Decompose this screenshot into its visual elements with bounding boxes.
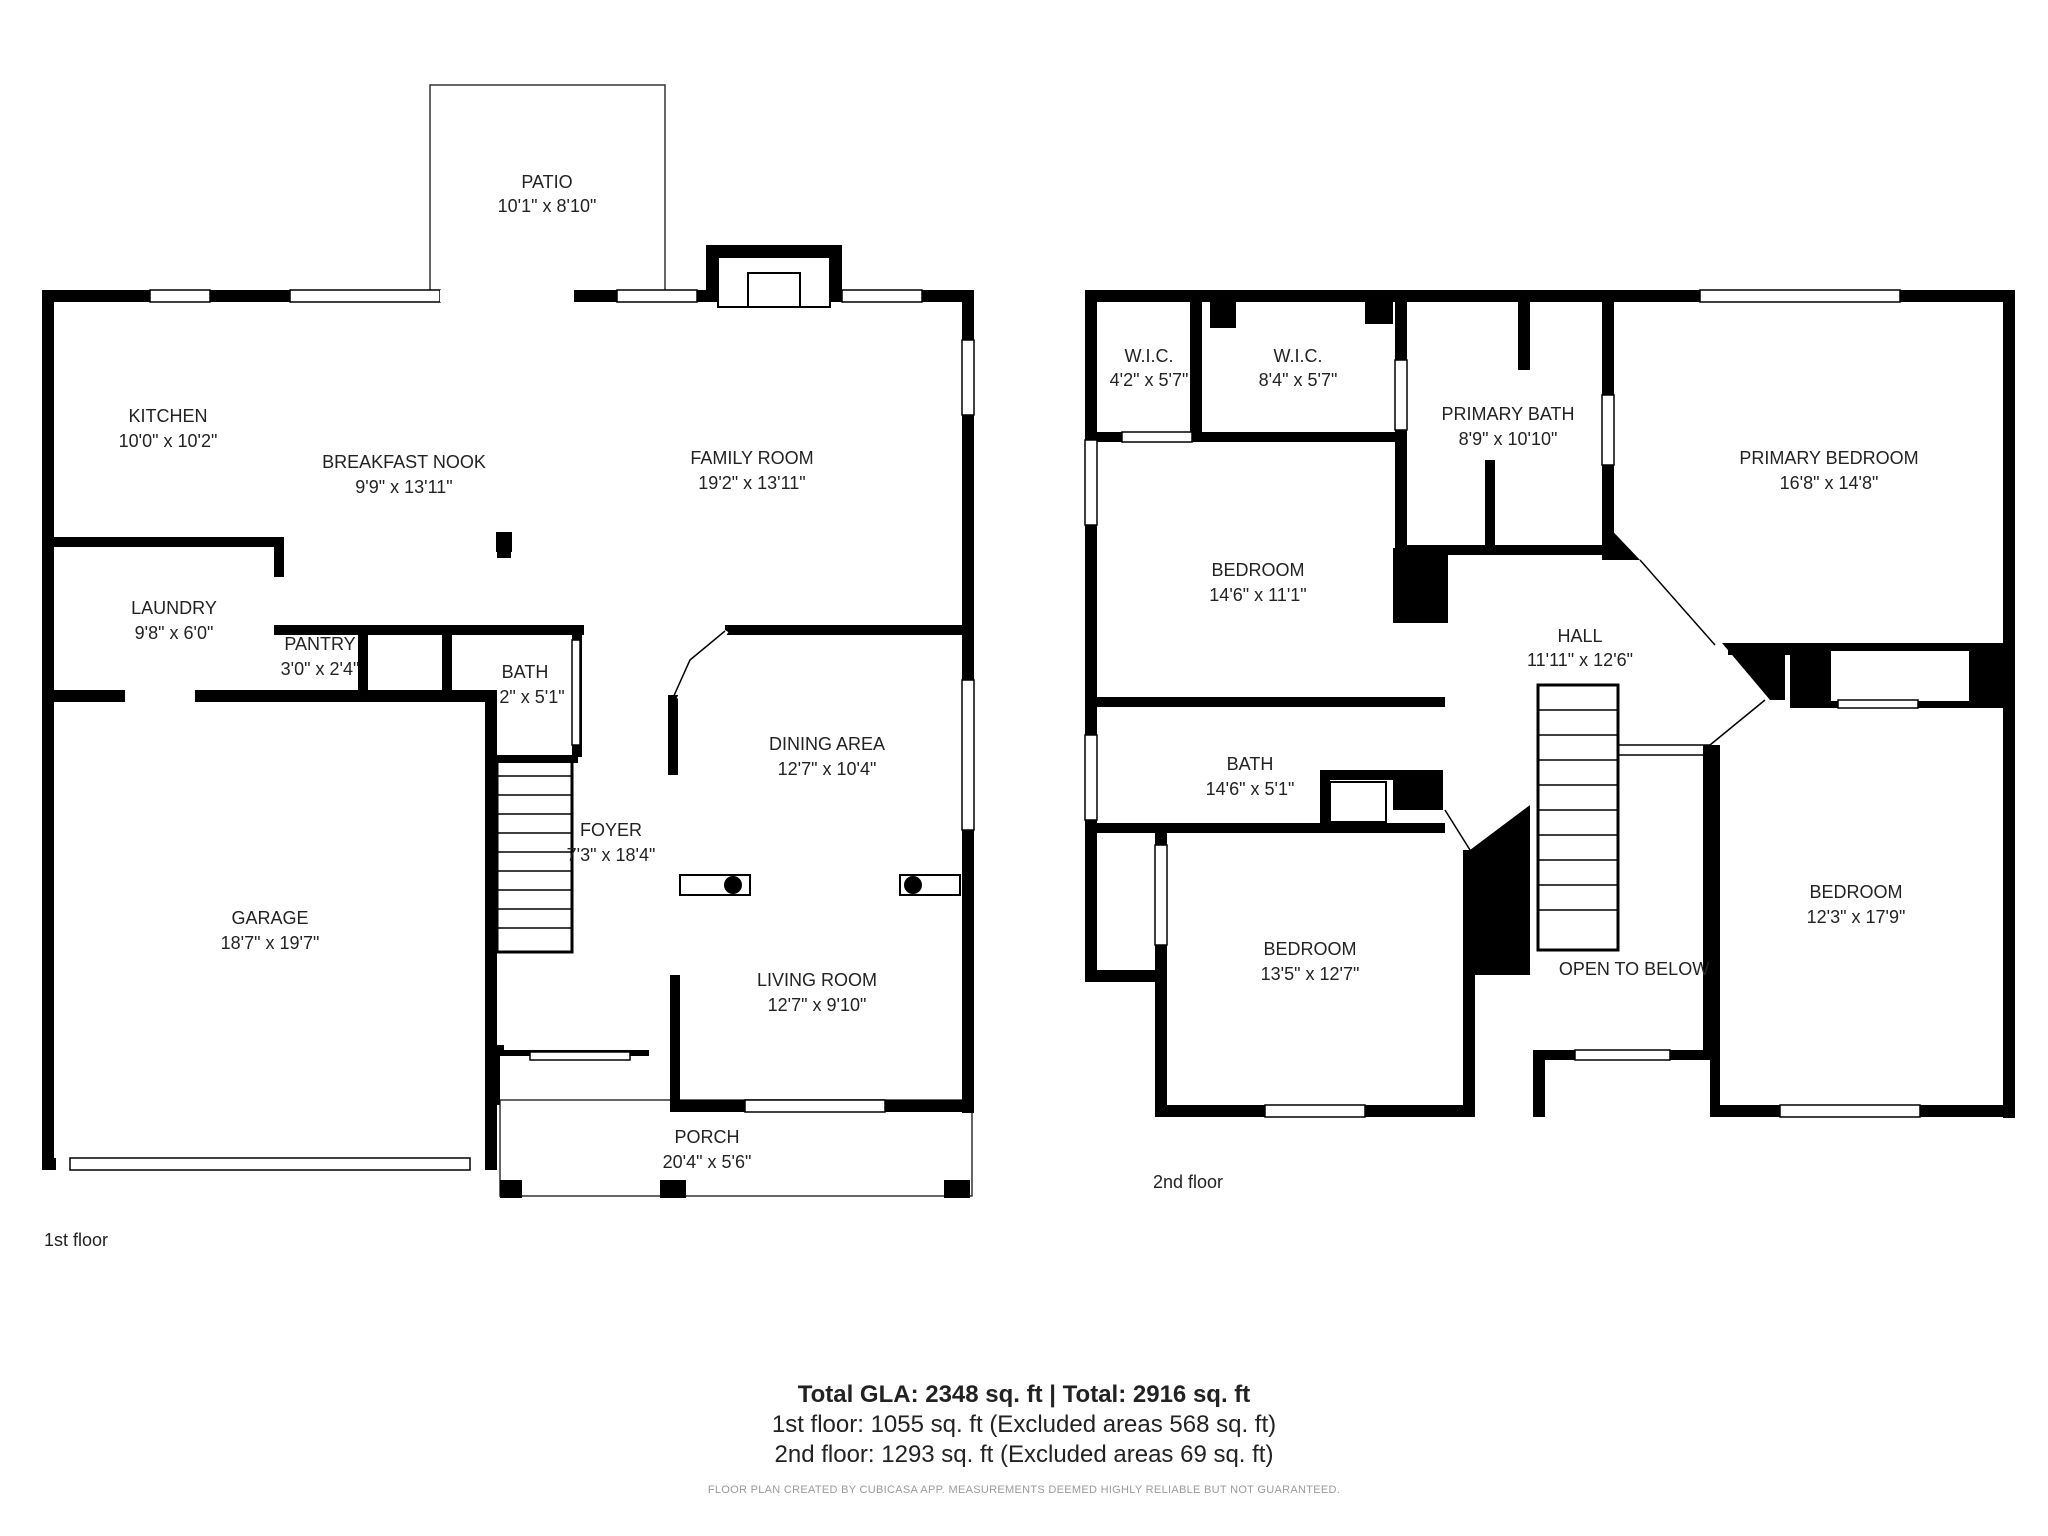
second-floor-windows <box>1084 289 1921 1118</box>
room-name-garage: GARAGE <box>231 908 308 928</box>
room-name-breakfast-nook: BREAKFAST NOOK <box>322 452 486 472</box>
total-area: Total GLA: 2348 sq. ft | Total: 2916 sq.… <box>797 1381 1251 1408</box>
second-floor-walls <box>1085 290 2015 1118</box>
fireplace-box <box>747 272 801 308</box>
room-dim-garage: 18'7" x 19'7" <box>221 933 320 953</box>
room-dim-bedroom-1: 14'6" x 11'1" <box>1209 585 1306 605</box>
first-floor-area: 1st floor: 1055 sq. ft (Excluded areas 5… <box>771 1411 1277 1438</box>
room-name-patio: PATIO <box>521 172 572 192</box>
room-dim-breakfast-nook: 9'9" x 13'11" <box>355 477 452 497</box>
room-dim-dining-area: 12'7" x 10'4" <box>778 759 877 779</box>
room-dim-family-room: 19'2" x 13'11" <box>698 473 805 493</box>
first-floor-windows <box>69 289 975 1171</box>
room-name-open-to-below: OPEN TO BELOW <box>1559 959 1709 979</box>
room-dim-wic-2: 8'4" x 5'7" <box>1259 370 1338 390</box>
room-name-kitchen: KITCHEN <box>128 406 207 426</box>
first-floor-label: 1st floor <box>44 1230 109 1250</box>
room-labels: PATIO 10'1" x 8'10" KITCHEN 10'0" x 10'2… <box>119 172 1919 1172</box>
room-name-laundry: LAUNDRY <box>131 598 217 618</box>
room-dim-bath-1: 2" x 5'1" <box>499 687 564 707</box>
room-name-bath-2: BATH <box>1227 754 1274 774</box>
room-name-foyer: FOYER <box>580 820 642 840</box>
room-name-bedroom-3: BEDROOM <box>1263 939 1356 959</box>
room-dim-foyer: 7'3" x 18'4" <box>567 845 656 865</box>
room-name-primary-bath: PRIMARY BATH <box>1441 404 1574 424</box>
room-name-bedroom-1: BEDROOM <box>1211 560 1304 580</box>
room-dim-porch: 20'4" x 5'6" <box>663 1152 752 1172</box>
room-dim-bedroom-2: 12'3" x 17'9" <box>1807 907 1906 927</box>
room-dim-wic-1: 4'2" x 5'7" <box>1110 370 1189 390</box>
room-name-dining-area: DINING AREA <box>769 734 885 754</box>
second-floor-label: 2nd floor <box>1153 1172 1224 1192</box>
room-name-porch: PORCH <box>674 1127 739 1147</box>
room-dim-bath-2: 14'6" x 5'1" <box>1206 779 1295 799</box>
room-name-family-room: FAMILY ROOM <box>690 448 813 468</box>
room-dim-pantry: 3'0" x 2'4" <box>281 659 360 679</box>
stair-void-dark <box>1470 805 1530 975</box>
area-summary: Total GLA: 2348 sq. ft | Total: 2916 sq.… <box>0 1380 2048 1496</box>
room-dim-patio: 10'1" x 8'10" <box>498 196 597 216</box>
room-name-living-room: LIVING ROOM <box>757 970 877 990</box>
second-floor-area: 2nd floor: 1293 sq. ft (Excluded areas 6… <box>774 1441 1274 1468</box>
room-name-primary-bedroom: PRIMARY BEDROOM <box>1739 448 1918 468</box>
disclaimer: FLOOR PLAN CREATED BY CUBICASA APP. MEAS… <box>707 1484 1341 1496</box>
room-dim-living-room: 12'7" x 9'10" <box>768 995 867 1015</box>
second-floor-stairs <box>1536 683 1711 952</box>
room-name-bath-1: BATH <box>502 662 549 682</box>
room-dim-kitchen: 10'0" x 10'2" <box>119 431 218 451</box>
first-floor-plan <box>42 84 975 1198</box>
room-name-wic-1: W.I.C. <box>1125 346 1174 366</box>
first-floor-walls <box>42 245 974 1198</box>
room-name-wic-2: W.I.C. <box>1274 346 1323 366</box>
room-dim-laundry: 9'8" x 6'0" <box>135 623 214 643</box>
room-name-bedroom-2: BEDROOM <box>1809 882 1902 902</box>
room-dim-hall: 11'11" x 12'6" <box>1527 650 1633 670</box>
room-dim-primary-bath: 8'9" x 10'10" <box>1459 429 1558 449</box>
room-name-hall: HALL <box>1557 626 1602 646</box>
porch-outline <box>499 1099 973 1197</box>
room-name-pantry: PANTRY <box>284 634 355 654</box>
room-dim-bedroom-3: 13'5" x 12'7" <box>1261 964 1360 984</box>
second-floor-plan <box>1084 289 2015 1118</box>
first-floor-stairs <box>495 755 574 954</box>
room-dim-primary-bedroom: 16'8" x 14'8" <box>1780 473 1879 493</box>
